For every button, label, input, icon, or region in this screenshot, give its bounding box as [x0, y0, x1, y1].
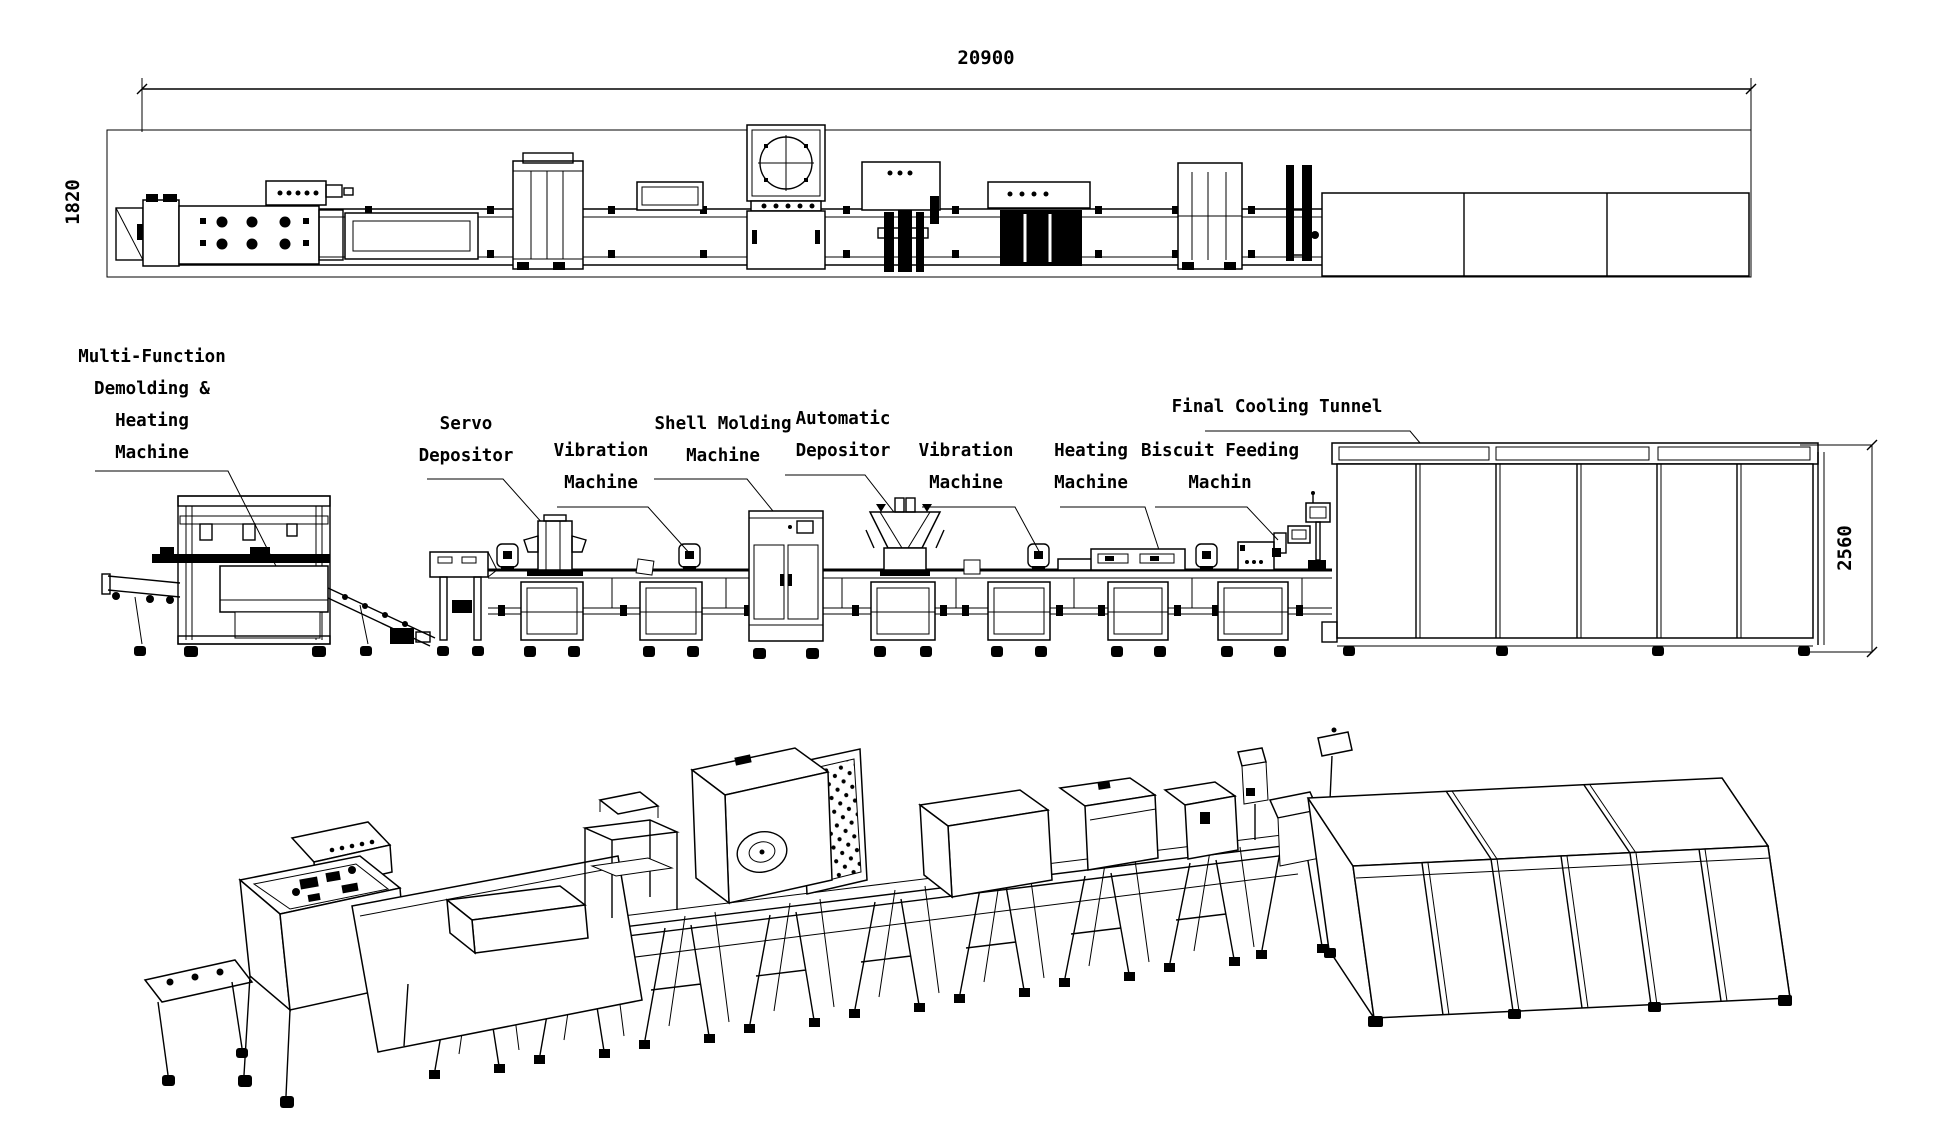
- elev-biscuit-feeding-machine: [1237, 491, 1331, 571]
- iso-demolding-machine: [143, 821, 643, 1108]
- vibration-unit: [1027, 543, 1050, 570]
- leg: [954, 872, 1045, 1003]
- plan-heating-area: [987, 181, 1091, 266]
- dimension-20900-text: 20900: [957, 47, 1014, 69]
- elev-servo-depositor: [523, 514, 587, 576]
- dimension-overall-width: 1820: [62, 179, 84, 225]
- belt-guide: [635, 558, 655, 576]
- vibration-unit: [678, 543, 701, 570]
- label-demolding-line2: Demolding &: [94, 379, 210, 399]
- leader-vibration2: [922, 506, 1041, 554]
- label-demolding-line4: Machine: [115, 443, 189, 463]
- cart: [520, 581, 584, 657]
- dimension-overall-length: 20900: [136, 47, 1757, 196]
- plan-conveyor-cover: [344, 212, 479, 260]
- plan-box-1: [636, 181, 704, 211]
- label-demolding-line3: Heating: [115, 411, 189, 431]
- isometric-view: [143, 727, 1792, 1108]
- cart: [1107, 581, 1169, 657]
- label-vibration1-line2: Machine: [564, 473, 638, 493]
- iso-cooling-tunnel: [1306, 777, 1792, 1027]
- label-biscuit-feeding: Biscuit Feeding Machin: [1141, 441, 1299, 541]
- cart: [870, 581, 936, 657]
- conveyor-hangers: [611, 578, 1303, 608]
- leader-biscuit: [1155, 506, 1279, 541]
- label-heating-line1: Heating: [1054, 441, 1128, 461]
- plan-boundary: [106, 129, 1752, 278]
- plan-frame-machine-1: [512, 152, 584, 270]
- belt-guide: [963, 559, 981, 575]
- label-shell-line1: Shell Molding: [655, 414, 792, 434]
- iso-press-frame: [582, 791, 680, 918]
- tunnel-door-dividers: [1415, 464, 1742, 638]
- label-vibration-1: Vibration Machine: [554, 441, 693, 557]
- label-demolding: Multi-Function Demolding & Heating Machi…: [78, 347, 284, 581]
- dimension-2560-text: 2560: [1834, 525, 1856, 571]
- leader-demolding: [95, 470, 284, 581]
- label-autodep-line2: Depositor: [796, 441, 891, 461]
- plan-frame-machine-2: [1177, 162, 1243, 270]
- iso-cover-box: [918, 789, 1053, 899]
- conveyor-carts: [520, 581, 1289, 657]
- plan-shell-molding-machine: [746, 124, 826, 270]
- cart: [1217, 581, 1289, 657]
- leg: [1059, 859, 1150, 987]
- vibration-units: [496, 543, 1218, 570]
- iso-shell-molding-machine: [690, 747, 833, 905]
- iso-machines: [445, 727, 1353, 955]
- label-biscuit-line2: Machin: [1188, 473, 1251, 493]
- plan-depositor-area: [861, 161, 941, 272]
- iso-demolding-mechanism: [292, 866, 359, 902]
- label-tunnel-line1: Final Cooling Tunnel: [1172, 397, 1383, 417]
- elev-shell-molding-machine: [748, 510, 824, 659]
- dimension-1820-text: 1820: [62, 179, 84, 225]
- cart: [987, 581, 1051, 657]
- dimension-tunnel-height: 2560: [1800, 439, 1878, 658]
- leg: [1164, 846, 1255, 972]
- plan-demolding-machine: [178, 180, 354, 265]
- iso-infeed-table: [445, 885, 589, 955]
- elev-main-conveyor: [488, 543, 1332, 657]
- label-vibration2-line1: Vibration: [919, 441, 1014, 461]
- label-heating: Heating Machine: [1054, 441, 1161, 554]
- side-view: Multi-Function Demolding & Heating Machi…: [78, 347, 1878, 659]
- elev-automatic-depositor: [865, 497, 945, 576]
- iso-mid-box: [1058, 777, 1159, 871]
- leg: [639, 911, 730, 1049]
- label-vibration2-line2: Machine: [929, 473, 1003, 493]
- iso-tunnel-feeder: [1268, 727, 1353, 867]
- label-servo-line1: Servo: [440, 414, 493, 434]
- leg: [744, 898, 835, 1033]
- label-demolding-line1: Multi-Function: [78, 347, 226, 367]
- leader-vibration1: [557, 506, 693, 557]
- elev-demolding-machine: [101, 495, 436, 657]
- plan-conveyor-line: [115, 124, 1750, 277]
- elev-heating-machine: [1057, 548, 1186, 571]
- side-view-labels: Multi-Function Demolding & Heating Machi…: [78, 347, 1458, 581]
- label-vibration-2: Vibration Machine: [919, 441, 1041, 554]
- plan-biscuit-feeder: [1286, 165, 1319, 261]
- plan-endcap: [137, 194, 180, 267]
- iso-heating-cluster: [1163, 747, 1269, 860]
- leader-heating: [1060, 506, 1161, 554]
- vibration-unit: [1195, 543, 1218, 570]
- top-view: 20900 1820: [62, 47, 1757, 278]
- label-shell-line2: Machine: [686, 446, 760, 466]
- elev-infeed-table: [429, 551, 498, 656]
- leg: [849, 885, 940, 1018]
- cart: [639, 581, 703, 657]
- iso-outfeed: [143, 959, 254, 1003]
- vibration-unit: [496, 543, 519, 570]
- leg: [1256, 848, 1328, 959]
- label-autodep-line1: Automatic: [796, 409, 891, 429]
- label-servo-line2: Depositor: [419, 446, 514, 466]
- label-vibration1-line1: Vibration: [554, 441, 649, 461]
- label-heating-line2: Machine: [1054, 473, 1128, 493]
- plan-cooling-tunnel: [1321, 192, 1750, 277]
- label-biscuit-line1: Biscuit Feeding: [1141, 441, 1299, 461]
- elev-cooling-tunnel: [1321, 442, 1825, 656]
- iso-tunnel-doors: [1421, 848, 1728, 1016]
